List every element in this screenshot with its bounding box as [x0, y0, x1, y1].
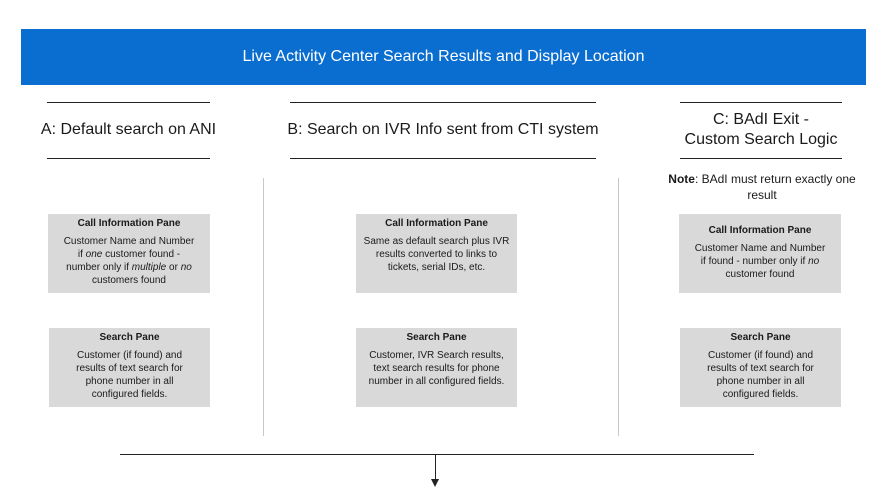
divider-a-top: [47, 102, 210, 103]
call-pane-a-line4: customers found: [92, 275, 166, 286]
column-separator-1: [263, 178, 264, 436]
column-c-title-line2: Custom Search Logic: [684, 131, 838, 148]
call-information-pane-b: Call Information Pane Same as default se…: [356, 214, 517, 293]
note-text: : BAdI must return exactly one result: [694, 172, 856, 202]
call-pane-c-line3: customer found: [725, 269, 795, 280]
column-c-title: C: BAdI Exit - Custom Search Logic: [660, 110, 862, 150]
divider-b-bottom: [290, 158, 596, 159]
search-pane-a-text: Customer (if found) and results of text …: [76, 350, 183, 400]
call-pane-a-line1: Customer Name and Number: [63, 236, 195, 247]
call-pane-a-line3: number only if multiple or no: [66, 262, 192, 273]
search-pane-a-title: Search Pane: [99, 332, 160, 343]
divider-a-bottom: [47, 158, 210, 159]
banner-title: Live Activity Center Search Results and …: [242, 48, 645, 65]
down-arrow-icon: [431, 479, 439, 487]
search-pane-b: Search Pane Customer, IVR Search results…: [356, 328, 517, 407]
banner: Live Activity Center Search Results and …: [21, 29, 866, 85]
call-pane-c-line2: if found - number only if no: [700, 256, 820, 267]
call-pane-a-title: Call Information Pane: [77, 218, 181, 229]
note-label: Note: [668, 172, 695, 186]
search-pane-c-title: Search Pane: [730, 332, 791, 343]
down-arrow-stem: [435, 455, 436, 480]
divider-c-bottom: [680, 158, 842, 159]
call-pane-c-title: Call Information Pane: [708, 225, 812, 236]
search-pane-c-text: Customer (if found) and results of text …: [707, 350, 814, 400]
column-b-title: B: Search on IVR Info sent from CTI syst…: [287, 121, 599, 138]
call-pane-b-title: Call Information Pane: [385, 218, 488, 229]
column-separator-2: [618, 178, 619, 436]
divider-b-top: [290, 102, 596, 103]
call-information-pane-a: Call Information Pane Customer Name and …: [48, 214, 210, 293]
call-pane-c-line1: Customer Name and Number: [694, 243, 826, 254]
call-information-pane-c: Call Information Pane Customer Name and …: [679, 214, 841, 293]
column-c-title-line1: C: BAdI Exit -: [712, 111, 810, 128]
search-pane-c: Search Pane Customer (if found) and resu…: [680, 328, 841, 407]
column-a-title: A: Default search on ANI: [40, 121, 217, 138]
search-pane-b-title: Search Pane: [406, 332, 467, 343]
search-pane-a: Search Pane Customer (if found) and resu…: [49, 328, 210, 407]
bottom-merge-line: [120, 454, 754, 455]
call-pane-b-text: Same as default search plus IVR results …: [363, 236, 510, 273]
search-pane-b-text: Customer, IVR Search results, text searc…: [368, 350, 505, 387]
call-pane-a-line2: if one customer found -: [77, 249, 181, 260]
divider-c-top: [680, 102, 842, 103]
column-c-note: Note: BAdI must return exactly one resul…: [662, 171, 862, 203]
